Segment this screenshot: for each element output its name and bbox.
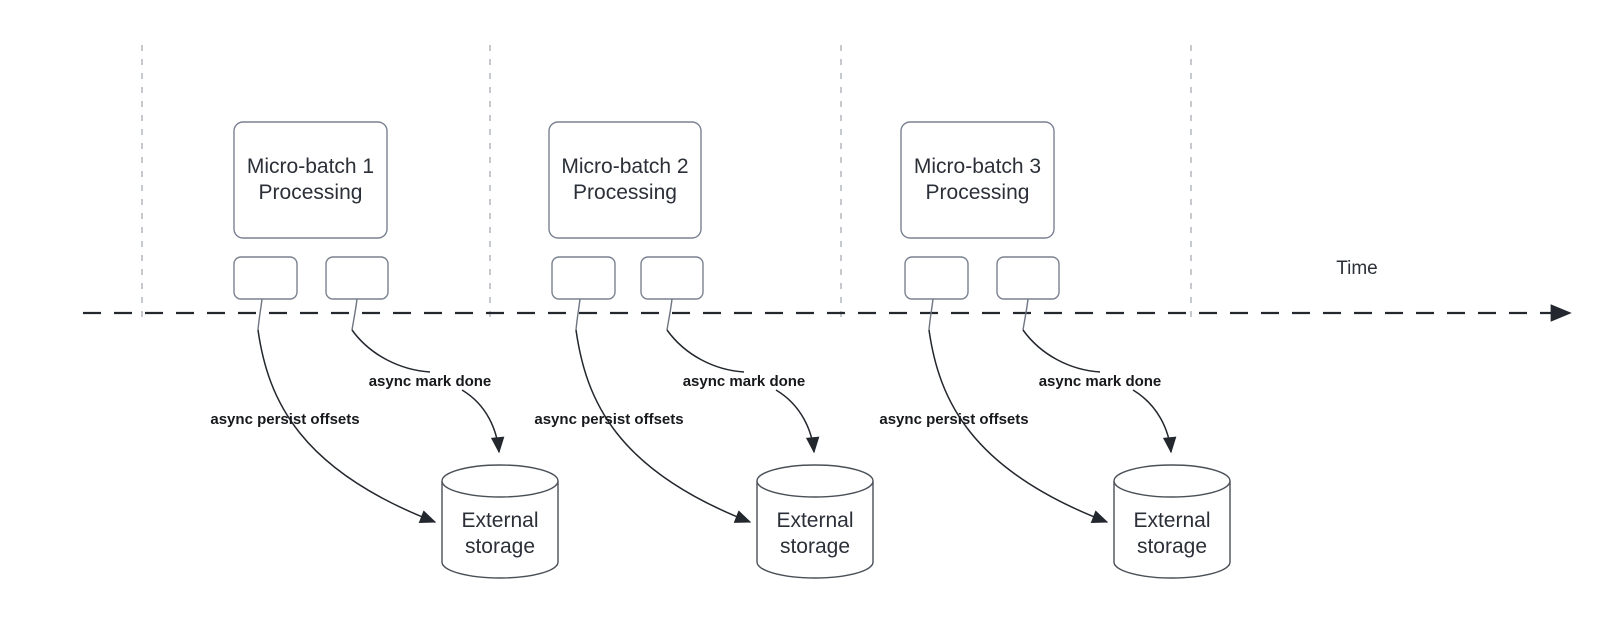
mark-done-label-2: async mark done bbox=[683, 373, 806, 390]
micro-batch-title-3-line1: Micro-batch 3 bbox=[914, 155, 1041, 178]
micro-batch-title-3-line2: Processing bbox=[926, 181, 1030, 204]
external-storage-3-body bbox=[1113, 481, 1231, 579]
external-storage-2[interactable]: External storage bbox=[756, 464, 874, 579]
task-box-1-persist[interactable] bbox=[233, 256, 298, 300]
batch-group-2: Micro-batch 2 Processing async persist o… bbox=[534, 121, 874, 579]
time-axis-label: Time bbox=[1336, 258, 1378, 279]
external-storage-3-line1: External bbox=[1133, 509, 1210, 532]
persist-offsets-label-1: async persist offsets bbox=[210, 411, 359, 428]
micro-batch-title-1-line1: Micro-batch 1 bbox=[247, 155, 374, 178]
mark-done-arrow-1-tail bbox=[461, 389, 505, 454]
mark-done-label-1: async mark done bbox=[369, 373, 492, 390]
task-stem-2-persist bbox=[575, 298, 581, 331]
external-storage-2-top bbox=[756, 464, 874, 498]
external-storage-3-line2: storage bbox=[1137, 535, 1207, 558]
batch-group-3: Micro-batch 3 Processing async persist o… bbox=[879, 121, 1231, 579]
divider-group bbox=[141, 45, 1192, 322]
external-storage-3-top bbox=[1113, 464, 1231, 498]
external-storage-1-top bbox=[441, 464, 559, 498]
external-storage-1-body bbox=[441, 481, 559, 579]
persist-offsets-arrow-3 bbox=[928, 329, 1109, 523]
task-box-2-mark[interactable] bbox=[640, 256, 704, 300]
micro-batch-title-2-line2: Processing bbox=[573, 181, 677, 204]
mark-done-arrow-2 bbox=[666, 329, 745, 373]
mark-done-arrow-1 bbox=[351, 329, 431, 373]
micro-batch-box-3[interactable] bbox=[900, 121, 1055, 239]
persist-offsets-label-3: async persist offsets bbox=[879, 411, 1028, 428]
task-stem-1-mark bbox=[351, 298, 358, 331]
task-box-3-persist[interactable] bbox=[904, 256, 969, 300]
external-storage-2-line1: External bbox=[776, 509, 853, 532]
micro-batch-title-2-line1: Micro-batch 2 bbox=[561, 155, 688, 178]
persist-offsets-label-2: async persist offsets bbox=[534, 411, 683, 428]
external-storage-3[interactable]: External storage bbox=[1113, 464, 1231, 579]
micro-batch-title-1-line2: Processing bbox=[259, 181, 363, 204]
task-stem-3-mark bbox=[1022, 298, 1029, 331]
time-axis: Time bbox=[83, 258, 1572, 322]
task-stem-3-persist bbox=[928, 298, 934, 331]
task-box-1-mark[interactable] bbox=[325, 256, 389, 300]
external-storage-2-line2: storage bbox=[780, 535, 850, 558]
task-stem-1-persist bbox=[257, 298, 263, 331]
micro-batch-box-1[interactable] bbox=[233, 121, 388, 239]
persist-offsets-arrow-1 bbox=[257, 329, 437, 523]
task-box-2-persist[interactable] bbox=[551, 256, 616, 300]
persist-offsets-arrow-2 bbox=[575, 329, 752, 523]
micro-batch-box-2[interactable] bbox=[548, 121, 702, 239]
mark-done-arrow-2-tail bbox=[775, 389, 820, 454]
batch-group-1: Micro-batch 1 Processing async persist o… bbox=[210, 121, 559, 579]
external-storage-1-line1: External bbox=[461, 509, 538, 532]
mark-done-label-3: async mark done bbox=[1039, 373, 1162, 390]
external-storage-1-line2: storage bbox=[465, 535, 535, 558]
external-storage-1[interactable]: External storage bbox=[441, 464, 559, 579]
mark-done-arrow-3 bbox=[1022, 329, 1101, 373]
external-storage-2-body bbox=[756, 481, 874, 579]
task-box-3-mark[interactable] bbox=[996, 256, 1060, 300]
mark-done-arrow-3-tail bbox=[1132, 389, 1177, 454]
task-stem-2-mark bbox=[666, 298, 673, 331]
